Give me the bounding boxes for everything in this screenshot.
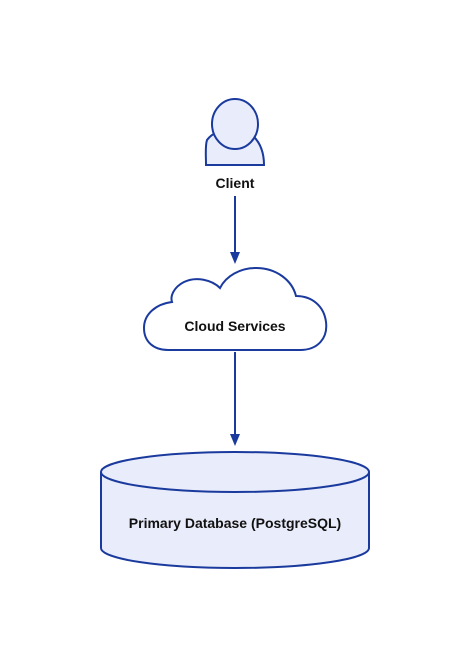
database-node: Primary Database (PostgreSQL): [100, 451, 370, 569]
cloud-icon: [142, 266, 328, 351]
client-label: Client: [216, 175, 255, 191]
client-node: Client: [204, 98, 266, 191]
cloud-label: Cloud Services: [184, 318, 285, 334]
cloud-node: Cloud Services: [142, 266, 328, 351]
cylinder-icon: [100, 451, 370, 569]
database-label: Primary Database (PostgreSQL): [129, 515, 341, 531]
person-icon: [204, 98, 266, 166]
